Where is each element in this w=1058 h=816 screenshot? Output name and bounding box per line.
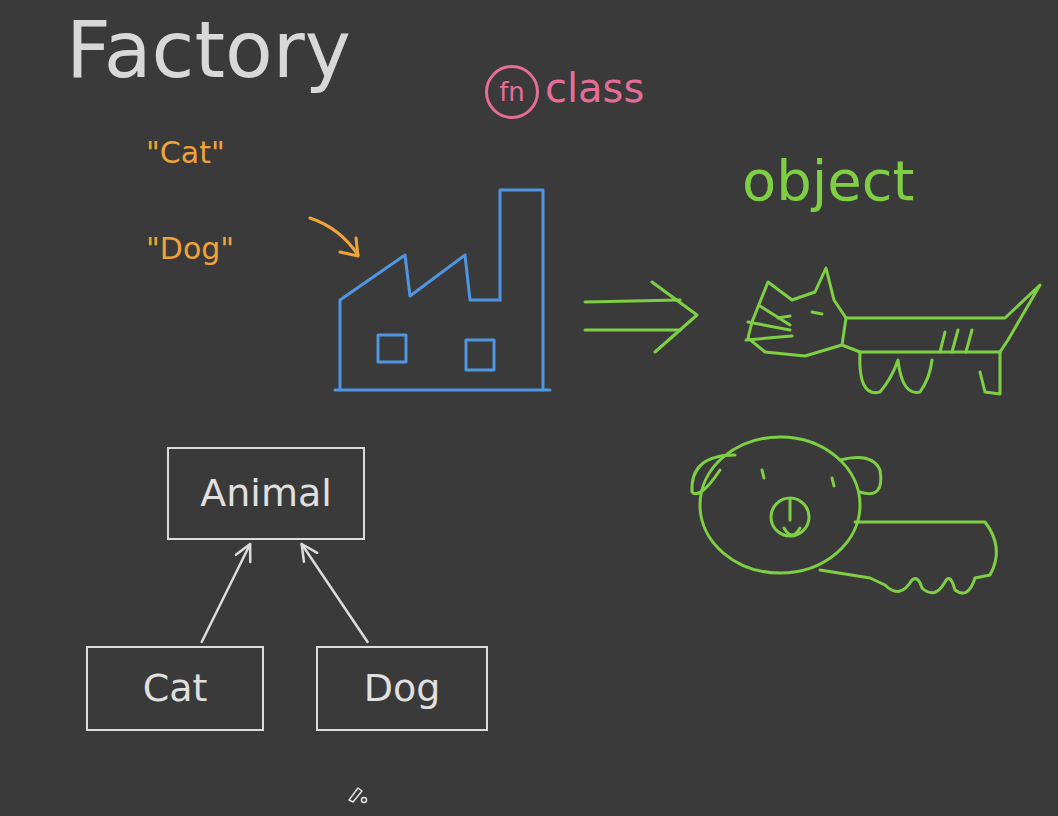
node-text: Animal: [200, 473, 332, 515]
node-text: Cat: [143, 668, 208, 710]
class-box: Cat: [86, 646, 264, 731]
annotation-label: object: [742, 150, 915, 212]
title: Factory: [66, 8, 351, 94]
inheritance-arrow: [302, 544, 368, 642]
cat-drawing: [746, 268, 1040, 394]
inheritance-arrow: [202, 544, 250, 642]
node-text: fn: [499, 78, 525, 107]
pen-icon: [349, 788, 367, 803]
annotation-label: class: [545, 66, 644, 110]
function-circle: fn: [485, 65, 539, 119]
class-box: Animal: [167, 447, 365, 540]
annotation-label: "Dog": [146, 232, 234, 265]
node-text: Dog: [364, 668, 441, 710]
dog-drawing: [692, 437, 997, 593]
class-box: Dog: [316, 646, 488, 731]
annotation-label: "Cat": [146, 136, 225, 169]
input-arrow: [310, 218, 358, 256]
output-arrow: [585, 282, 697, 352]
factory-drawing: [335, 190, 550, 390]
